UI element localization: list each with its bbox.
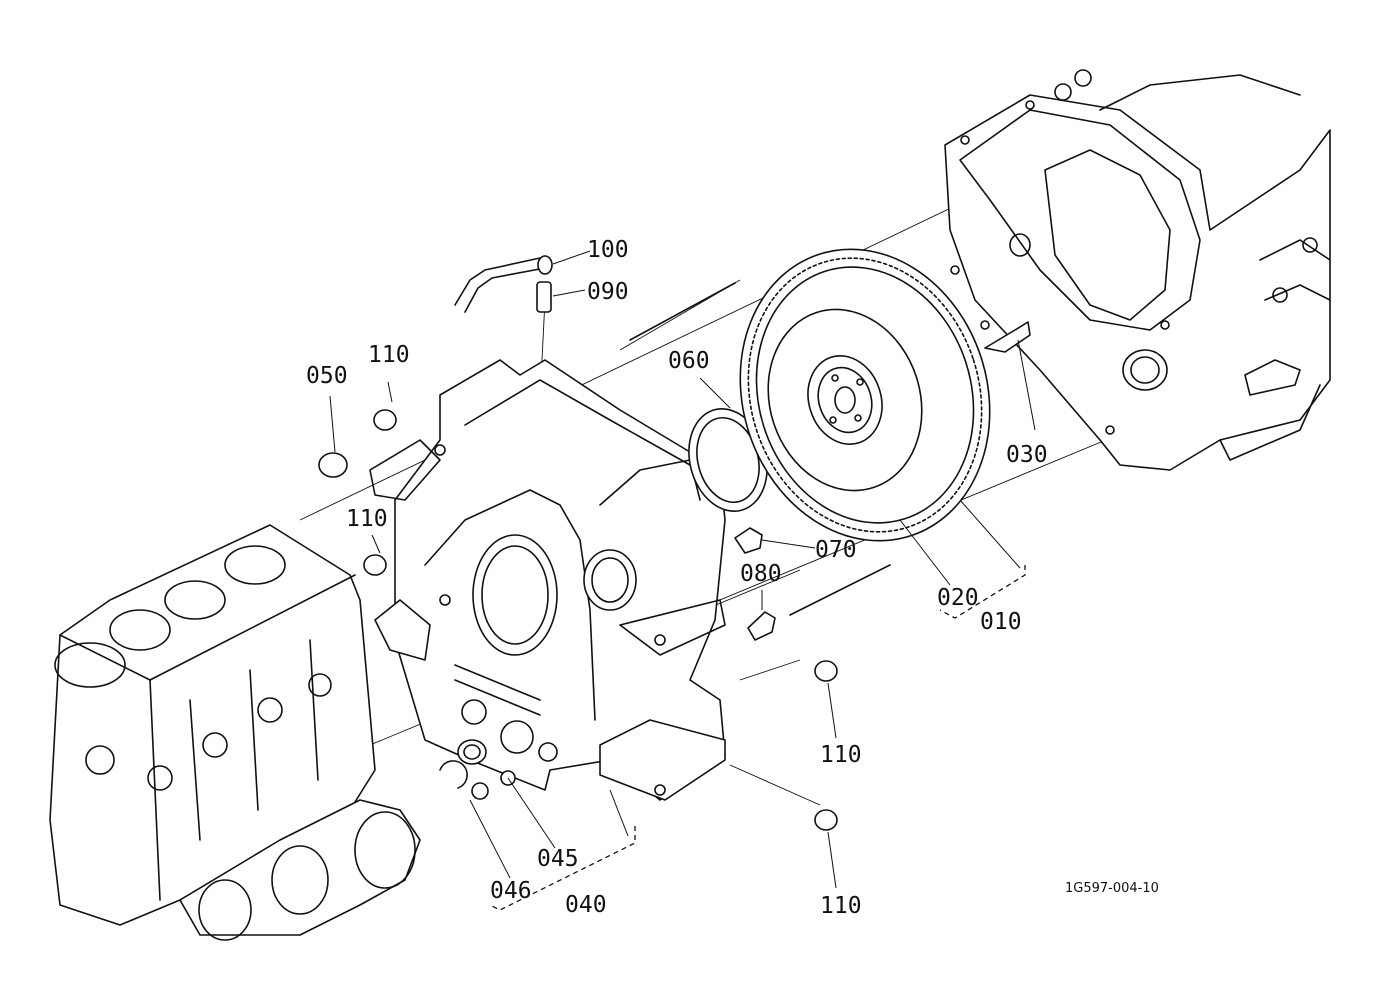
callout-080: 080 bbox=[740, 561, 782, 587]
callout-090: 090 bbox=[587, 279, 629, 305]
bolt-070 bbox=[734, 527, 763, 554]
plug-110-mid bbox=[363, 554, 387, 576]
bolt-030 bbox=[984, 321, 1031, 353]
callout-046: 046 bbox=[490, 878, 532, 904]
callout-100: 100 bbox=[587, 237, 629, 263]
callout-110-mid: 110 bbox=[346, 506, 388, 532]
plug-110-top bbox=[373, 409, 397, 431]
callout-060: 060 bbox=[668, 348, 710, 374]
callout-045: 045 bbox=[537, 846, 579, 872]
callout-050: 050 bbox=[306, 363, 348, 389]
callout-010: 010 bbox=[980, 609, 1022, 635]
plug-110-right-lower bbox=[814, 809, 838, 831]
gear-case-housing bbox=[369, 359, 726, 801]
flywheel-020 bbox=[739, 248, 991, 542]
hose-100 bbox=[454, 257, 546, 313]
group-brackets bbox=[489, 565, 1026, 911]
callout-110-top: 110 bbox=[368, 342, 410, 368]
leader-lines bbox=[329, 250, 1036, 889]
callout-020: 020 bbox=[937, 585, 979, 611]
engine-block bbox=[49, 524, 421, 941]
callout-040: 040 bbox=[565, 892, 607, 918]
callout-030: 030 bbox=[1006, 442, 1048, 468]
callout-110-right-upper: 110 bbox=[820, 742, 862, 768]
snap-ring-046 bbox=[439, 760, 468, 789]
callout-labels: 100 090 110 050 060 110 030 070 080 020 … bbox=[306, 237, 1159, 919]
plug-050 bbox=[318, 452, 348, 478]
bolt-080 bbox=[747, 611, 776, 641]
small-parts bbox=[318, 255, 1031, 831]
callout-110-right-lower: 110 bbox=[820, 893, 862, 919]
clutch-housing bbox=[944, 69, 1331, 471]
callout-070: 070 bbox=[815, 537, 857, 563]
fitting-090 bbox=[536, 281, 552, 313]
drawing-code: 1G597-004-10 bbox=[1065, 881, 1159, 896]
seal-045 bbox=[457, 739, 487, 765]
plug-110-right-upper bbox=[814, 660, 838, 682]
